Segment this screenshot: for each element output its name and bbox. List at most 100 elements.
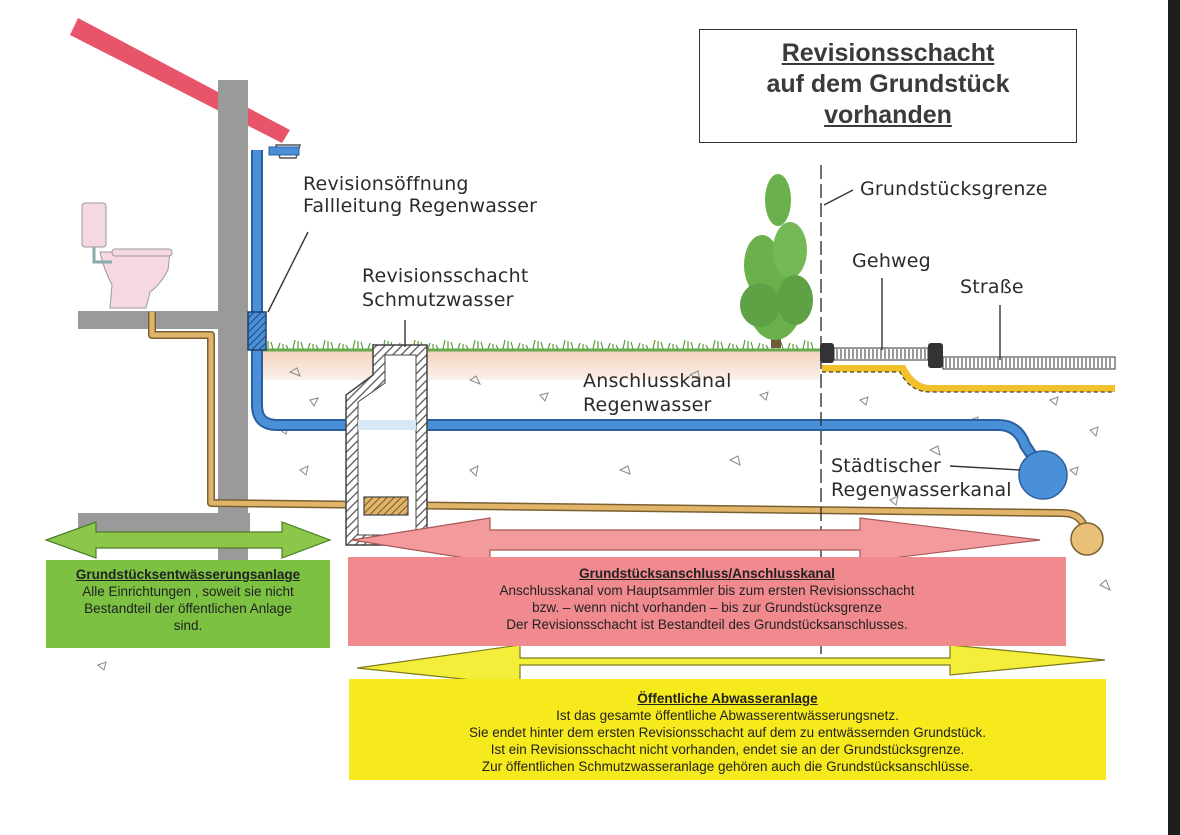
grass-blade [322,339,326,350]
green-box-bg [46,560,330,648]
yellow-box-line-3: Ist ein Revisionsschacht nicht vorhanden… [490,742,965,757]
grass-blade [802,339,806,350]
grass-blade [525,344,529,350]
yellow-box-bg [349,679,1106,780]
grass-blade [465,344,469,350]
grass-blade [532,339,536,350]
grass-blade [637,342,641,350]
grass-blade [682,339,686,350]
label-revisionsoeffnung-1: Revisionsöffnung [303,173,469,195]
grass-blade [705,344,709,350]
grass-blade [720,341,724,350]
grass-blade [300,341,304,350]
city-rainwater-sewer [1018,450,1068,500]
grass-blade [697,342,701,350]
grass-blade [577,342,581,350]
grass-blade [570,341,574,350]
yellow-box-heading: Öffentliche Abwasseranlage [637,691,818,706]
grass-blade [757,342,761,350]
grass-blade [810,341,814,350]
arrow-red [351,517,1041,563]
grass-blade [645,344,649,350]
grass-blade [667,342,671,350]
arrow-yellow [356,644,1106,686]
grass-blade [562,339,566,350]
grass-blade [450,341,454,350]
grass-blade [795,344,799,350]
grass-blade [472,339,476,350]
label-anschlusskanal-2: Regenwasser [583,394,712,416]
grass-blade [675,344,679,350]
green-box-line-1: Alle Einrichtungen , soweit sie nicht [82,584,294,599]
scan-edge [1168,0,1180,835]
red-box: Grundstücksanschluss/Anschlusskanal Ansc… [348,565,1066,633]
grass-blade [285,344,289,350]
grass-blade [607,342,611,350]
sidewalk-street [820,343,1116,393]
grass-blade [345,344,349,350]
tree-icon [740,174,813,348]
grass-blade [337,342,341,350]
pointer-lines [267,189,1021,471]
label-revisionsoeffnung-2: Fallleitung Regenwasser [303,195,538,217]
label-staedtischer-1: Städtischer [831,455,942,477]
yellow-box-line-4: Zur öffentlichen Schmutzwasseranlage geh… [481,759,974,774]
grass-blade [592,339,596,350]
label-revisionsschacht-2: Schmutzwasser [362,289,514,311]
grass-blade [742,339,746,350]
grass-blade [600,341,604,350]
grass-blade [660,341,664,350]
grass-blade [547,342,551,350]
yellow-box: Öffentliche Abwasseranlage Ist das gesam… [349,690,1106,775]
soil-layer [255,350,820,380]
label-strasse: Straße [960,276,1024,298]
arrow-green [44,521,332,559]
floor-slab [78,311,248,329]
label-anschlusskanal-1: Anschlusskanal [583,370,732,392]
title-line-3: vorhanden [824,101,952,129]
label-revisionsschacht-1: Revisionsschacht [362,265,529,287]
grass-blade [427,342,431,350]
grass-blade [615,344,619,350]
yellow-box-line-2: Sie endet hinter dem ersten Revisionssch… [468,725,987,740]
grass-blade [495,344,499,350]
title-line-2: auf dem Grundstück [766,70,1010,98]
label-staedtischer-2: Regenwasserkanal [831,479,1012,501]
grass-blade [352,339,356,350]
green-box-line-3: sind. [173,618,203,633]
grass-blade [457,342,461,350]
green-box: Grundstücksentwässerungsanlage Alle Einr… [46,566,330,634]
grass-blade [487,342,491,350]
grass-blade [510,341,514,350]
revision-opening-sewage [363,496,409,516]
grass-blade [585,344,589,350]
grass-blade [517,342,521,350]
yellow-box-line-1: Ist das gesamte öffentliche Abwasserentw… [556,708,899,723]
grass-blade [315,344,319,350]
grass-blade [292,339,296,350]
label-grundstuecksgrenze: Grundstücksgrenze [860,178,1048,200]
grass-blade [435,344,439,350]
red-box-line-3: Der Revisionsschacht ist Bestandteil des… [506,617,908,632]
grass-blade [360,341,364,350]
grass-blade [727,342,731,350]
title-box: Revisionsschacht auf dem Grundstück vorh… [699,29,1077,143]
red-box-line-2: bzw. – wenn nicht vorhanden – bis zur Gr… [532,600,882,615]
grass-blade [540,341,544,350]
green-box-line-2: Bestandteil der öffentlichen Anlage [84,601,292,616]
grass-blade [712,339,716,350]
grass-blade [735,344,739,350]
grass-blade [555,344,559,350]
grass-blade [307,342,311,350]
grass-blade [765,344,769,350]
grass-blade [367,342,371,350]
red-box-heading: Grundstücksanschluss/Anschlusskanal [579,566,835,581]
grass-blade [330,341,334,350]
main-sewer [1070,522,1104,556]
grass-blade [780,341,784,350]
house-roof [70,18,290,143]
grass-blade [750,341,754,350]
green-box-heading: Grundstücksentwässerungsanlage [75,567,301,582]
grass-blade [622,339,626,350]
